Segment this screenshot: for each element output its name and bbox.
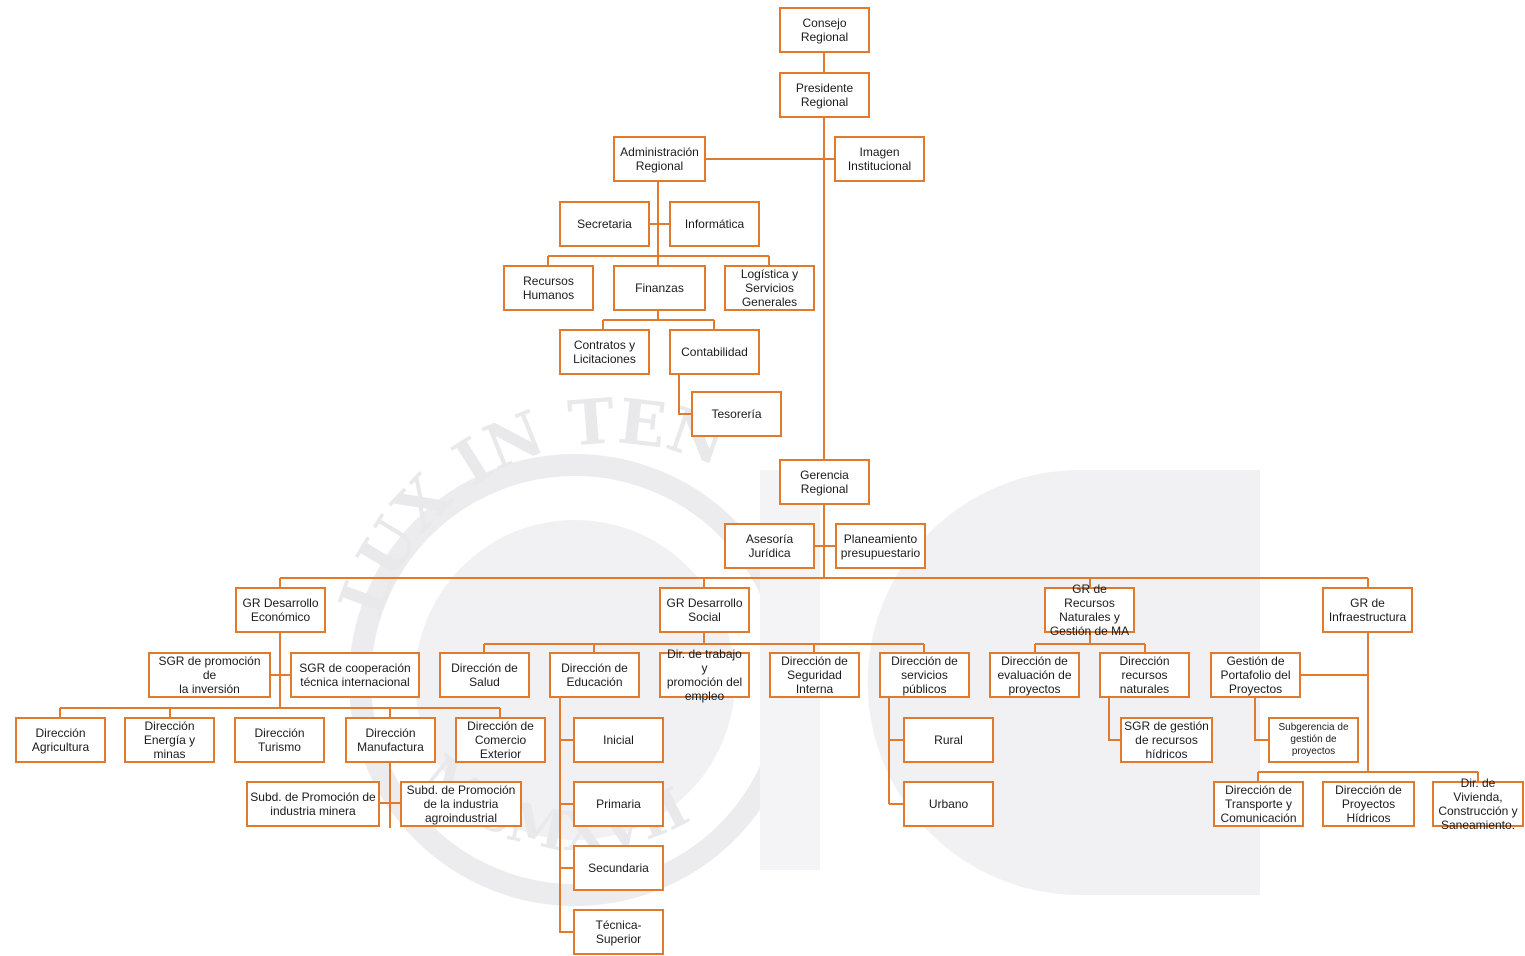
secundaria-box: Secundaria xyxy=(573,845,664,891)
direccion-seguridad-box: Dirección de Seguridad Interna xyxy=(769,652,860,698)
rural-box: Rural xyxy=(903,717,994,763)
direccion-salud-box: Dirección de Salud xyxy=(439,652,530,698)
direccion-servicios-box: Dirección de servicios públicos xyxy=(879,652,970,698)
direccion-energia-minas-box: Dirección Energía y minas xyxy=(124,717,215,763)
sgr-promocion-inversion-box: SGR de promoción de la inversión xyxy=(148,652,271,698)
finanzas-box: Finanzas xyxy=(613,265,706,311)
presidente-regional-box: Presidente Regional xyxy=(779,72,870,118)
inicial-box: Inicial xyxy=(573,717,664,763)
direccion-trabajo-box: Dir. de trabajo y promoción del empleo xyxy=(659,647,750,703)
imagen-institucional-box: Imagen Institucional xyxy=(834,136,925,182)
direccion-proyectos-hidricos-box: Dirección de Proyectos Hídricos xyxy=(1322,781,1415,827)
recursos-humanos-box: Recursos Humanos xyxy=(503,265,594,311)
direccion-turismo-box: Dirección Turismo xyxy=(234,717,325,763)
direccion-comercio-exterior-box: Dirección de Comercio Exterior xyxy=(455,717,546,763)
subd-promocion-minera-box: Subd. de Promoción de industria minera xyxy=(246,781,380,827)
sgr-cooperacion-box: SGR de cooperación técnica internacional xyxy=(290,652,420,698)
asesoria-juridica-box: Asesoría Jurídica xyxy=(724,523,815,569)
gr-desarrollo-economico-box: GR Desarrollo Económico xyxy=(235,587,326,633)
consejo-regional-box: Consejo Regional xyxy=(779,7,870,53)
informatica-box: Informática xyxy=(669,201,760,247)
direccion-evaluacion-box: Dirección de evaluación de proyectos xyxy=(989,652,1080,698)
tesoreria-box: Tesorería xyxy=(691,391,782,437)
subd-promocion-agroindustrial-box: Subd. de Promoción de la industria agroi… xyxy=(400,781,522,827)
direccion-educacion-box: Dirección de Educación xyxy=(549,652,640,698)
direccion-vivienda-box: Dir. de Vivienda, Construcción y Saneami… xyxy=(1432,776,1524,832)
contratos-box: Contratos y Licitaciones xyxy=(559,329,650,375)
contabilidad-box: Contabilidad xyxy=(669,329,760,375)
planeamiento-box: Planeamiento presupuestario xyxy=(835,523,926,569)
gr-infraestructura-box: GR de Infraestructura xyxy=(1322,587,1413,633)
subgerencia-proyectos-box: Subgerencia de gestión de proyectos xyxy=(1268,717,1359,763)
secretaria-box: Secretaria xyxy=(559,201,650,247)
direccion-transporte-box: Dirección de Transporte y Comunicación xyxy=(1213,781,1304,827)
urbano-box: Urbano xyxy=(903,781,994,827)
direccion-recursos-naturales-box: Dirección recursos naturales xyxy=(1099,652,1190,698)
primaria-box: Primaria xyxy=(573,781,664,827)
logistica-box: Logística y Servicios Generales xyxy=(724,265,815,311)
direccion-agricultura-box: Dirección Agricultura xyxy=(15,717,106,763)
administracion-regional-box: Administración Regional xyxy=(613,136,706,182)
gestion-portafolio-box: Gestión de Portafolio del Proyectos xyxy=(1210,652,1301,698)
tecnica-superior-box: Técnica- Superior xyxy=(573,909,664,955)
gr-recursos-naturales-box: GR de Recursos Naturales y Gestión de MA xyxy=(1044,582,1135,638)
gerencia-regional-box: Gerencia Regional xyxy=(779,459,870,505)
direccion-manufactura-box: Dirección Manufactura xyxy=(345,717,436,763)
sgr-recursos-hidricos-box: SGR de gestión de recursos hídricos xyxy=(1120,717,1213,763)
gr-desarrollo-social-box: GR Desarrollo Social xyxy=(659,587,750,633)
